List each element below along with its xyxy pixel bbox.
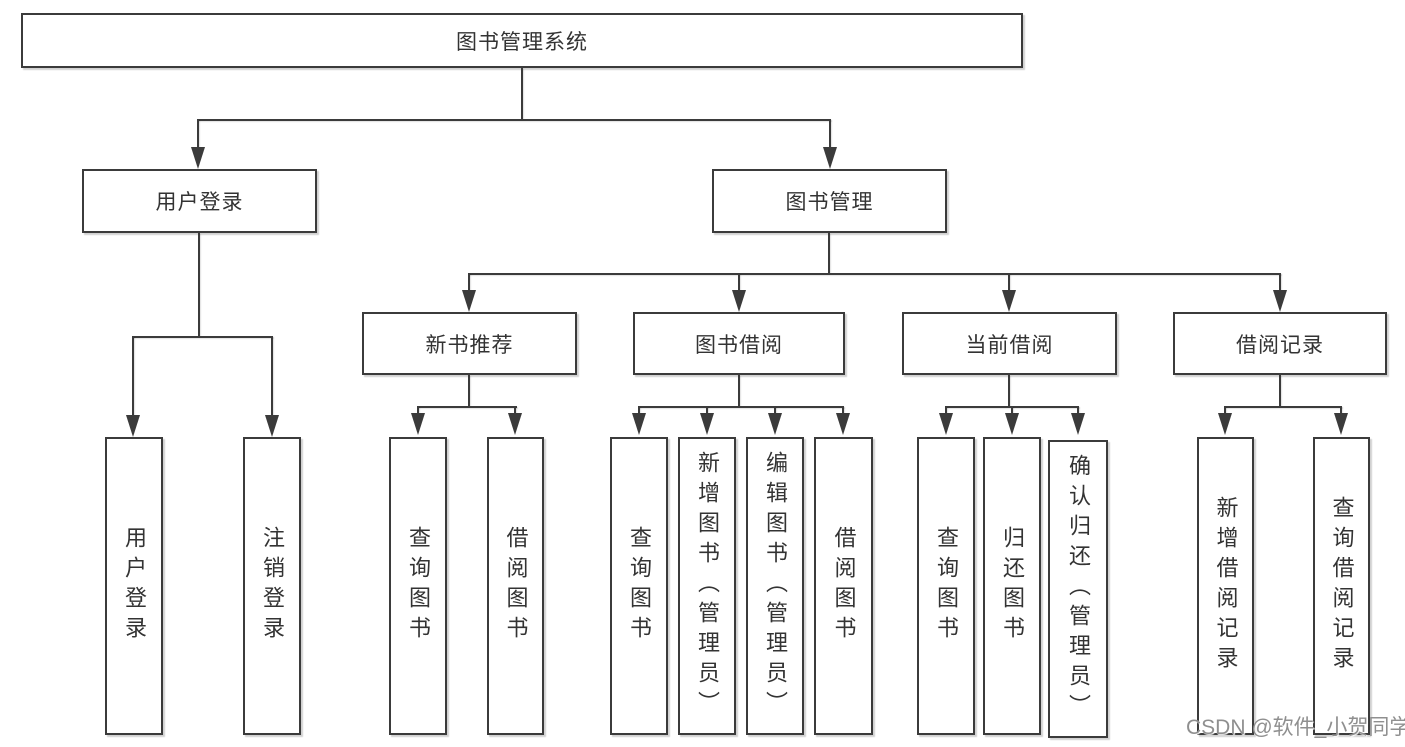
arrowhead-down-icon: [1002, 290, 1016, 312]
connector-line: [197, 119, 831, 121]
connector-line: [774, 406, 776, 415]
leaf-current-return-books: 归还图书: [983, 437, 1041, 735]
connector-line: [132, 336, 134, 418]
leaf-logout-login: 注销登录: [243, 437, 301, 735]
arrowhead-down-icon: [191, 147, 205, 169]
node-new-book-recommend-label: 新书推荐: [425, 333, 514, 357]
connector-line: [829, 119, 831, 151]
connector-line: [1279, 273, 1281, 293]
node-book-borrow-label: 图书借阅: [695, 333, 783, 357]
arrowhead-down-icon: [1273, 290, 1287, 312]
node-borrow-records: 借阅记录: [1173, 312, 1387, 375]
node-library-system: 图书管理系统: [21, 13, 1023, 68]
connector-line: [1279, 375, 1281, 406]
node-book-management-label: 图书管理: [785, 191, 874, 214]
connector-line: [1224, 406, 1226, 415]
connector-line: [521, 68, 523, 119]
leaf-recommend-query-books: 查询图书: [389, 437, 447, 735]
leaf-current-query-books: 查询图书: [917, 437, 975, 735]
arrowhead-down-icon: [632, 413, 646, 435]
connector-line: [417, 406, 517, 408]
arrowhead-down-icon: [462, 290, 476, 312]
arrowhead-down-icon: [265, 415, 279, 437]
leaf-current-query-books-label: 查询图书: [934, 526, 959, 646]
connector-line: [468, 273, 470, 293]
connector-line: [842, 406, 844, 415]
node-borrow-records-label: 借阅记录: [1236, 333, 1324, 357]
leaf-recommend-borrow-books-label: 借阅图书: [503, 526, 529, 646]
connector-line: [271, 336, 273, 418]
leaf-recommend-borrow-books: 借阅图书: [487, 437, 544, 735]
connector-line: [945, 406, 947, 415]
leaf-logout-login-label: 注销登录: [260, 526, 285, 646]
leaf-borrow-add-books-admin-label: 新增图书（管理员）: [695, 451, 720, 721]
leaf-borrow-borrow-books-label: 借阅图书: [831, 526, 857, 646]
leaf-borrow-borrow-books: 借阅图书: [814, 437, 873, 735]
connector-line: [514, 406, 516, 415]
arrowhead-down-icon: [939, 413, 953, 435]
arrowhead-down-icon: [1334, 413, 1348, 435]
leaf-borrow-query-books: 查询图书: [610, 437, 668, 735]
leaf-borrow-query-books-label: 查询图书: [627, 526, 652, 646]
leaf-borrow-edit-books-admin-label: 编辑图书（管理员）: [763, 451, 788, 721]
leaf-records-query-record: 查询借阅记录: [1313, 437, 1370, 735]
connector-line: [197, 119, 199, 151]
connector-line: [1008, 375, 1010, 406]
arrowhead-down-icon: [823, 147, 837, 169]
connector-line: [468, 375, 470, 406]
connector-line: [638, 406, 844, 408]
arrowhead-down-icon: [126, 415, 140, 437]
connector-line: [132, 336, 273, 338]
leaf-borrow-edit-books-admin: 编辑图书（管理员）: [746, 437, 804, 735]
leaf-current-confirm-return-admin-label: 确认归还（管理员）: [1066, 454, 1091, 724]
leaf-records-add-record: 新增借阅记录: [1197, 437, 1254, 735]
arrowhead-down-icon: [700, 413, 714, 435]
leaf-records-add-record-label: 新增借阅记录: [1213, 496, 1239, 676]
connector-line: [1077, 406, 1079, 415]
leaf-user-login-label: 用户登录: [122, 526, 147, 646]
arrowhead-down-icon: [508, 413, 522, 435]
connector-line: [1340, 406, 1342, 415]
node-user-login: 用户登录: [82, 169, 317, 233]
node-book-management: 图书管理: [712, 169, 947, 233]
connector-line: [1011, 406, 1013, 415]
node-new-book-recommend: 新书推荐: [362, 312, 577, 375]
connector-line: [638, 406, 640, 415]
connector-line: [417, 406, 419, 415]
arrowhead-down-icon: [1071, 413, 1085, 435]
node-user-login-label: 用户登录: [155, 191, 244, 214]
arrowhead-down-icon: [768, 413, 782, 435]
connector-line: [706, 406, 708, 415]
leaf-borrow-add-books-admin: 新增图书（管理员）: [678, 437, 736, 735]
arrowhead-down-icon: [411, 413, 425, 435]
connector-line: [738, 273, 740, 293]
node-library-system-label: 图书管理系统: [456, 30, 588, 54]
connector-line: [828, 233, 830, 273]
connector-line: [198, 233, 200, 336]
watermark: CSDN @软件_小贺同学: [1186, 716, 1405, 739]
arrowhead-down-icon: [836, 413, 850, 435]
connector-line: [468, 273, 1281, 275]
node-book-borrow: 图书借阅: [633, 312, 845, 375]
connector-line: [738, 375, 740, 406]
arrowhead-down-icon: [732, 290, 746, 312]
connector-line: [1224, 406, 1342, 408]
leaf-current-confirm-return-admin: 确认归还（管理员）: [1048, 440, 1108, 738]
arrowhead-down-icon: [1005, 413, 1019, 435]
connector-line: [1008, 273, 1010, 293]
leaf-recommend-query-books-label: 查询图书: [406, 526, 431, 646]
leaf-user-login: 用户登录: [105, 437, 163, 735]
node-current-borrow: 当前借阅: [902, 312, 1117, 375]
arrowhead-down-icon: [1218, 413, 1232, 435]
leaf-current-return-books-label: 归还图书: [1000, 526, 1025, 646]
leaf-records-query-record-label: 查询借阅记录: [1329, 496, 1355, 676]
node-current-borrow-label: 当前借阅: [965, 333, 1054, 357]
